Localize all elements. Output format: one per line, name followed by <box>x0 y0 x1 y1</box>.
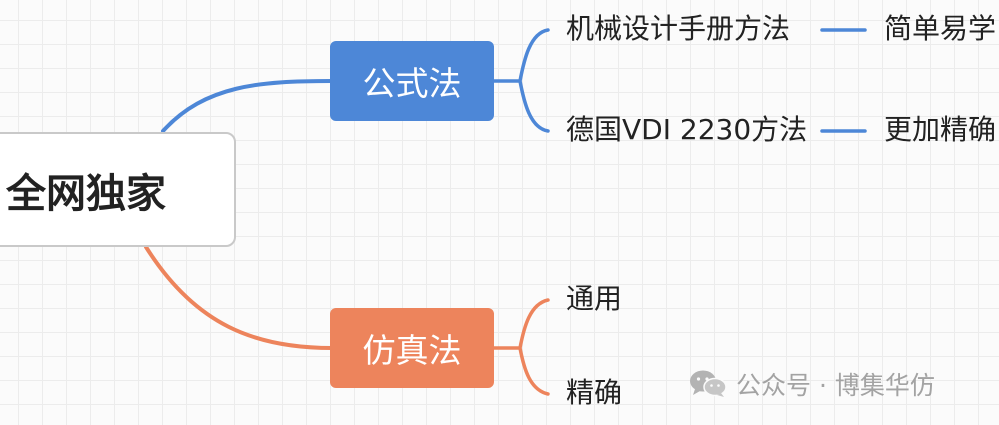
watermark: 公众号 · 博集华仿 <box>688 366 935 402</box>
bracket-simulation <box>492 298 550 396</box>
branch-node-simulation[interactable]: 仿真法 <box>330 308 494 388</box>
connector-root-to-formula <box>161 79 334 133</box>
root-node[interactable]: 全网独家 <box>0 132 236 247</box>
branch-node-simulation-label: 仿真法 <box>362 331 462 370</box>
leaf-vdi-method[interactable]: 德国VDI 2230方法 <box>566 113 808 146</box>
leaf-general[interactable]: 通用 <box>566 282 623 315</box>
connector-root-to-simulation <box>144 245 334 350</box>
leaf-precise[interactable]: 精确 <box>566 376 623 409</box>
root-node-label: 全网独家 <box>6 170 166 217</box>
leaf-handbook-method[interactable]: 机械设计手册方法 <box>566 12 791 45</box>
leaf-handbook-detail[interactable]: 简单易学 <box>884 12 997 45</box>
bracket-formula <box>492 28 550 133</box>
watermark-text: 公众号 · 博集华仿 <box>736 371 935 400</box>
leaf-vdi-detail[interactable]: 更加精确 <box>884 113 997 146</box>
wechat-icon <box>690 370 727 397</box>
branch-node-formula-label: 公式法 <box>362 64 462 103</box>
branch-node-formula[interactable]: 公式法 <box>330 41 494 121</box>
